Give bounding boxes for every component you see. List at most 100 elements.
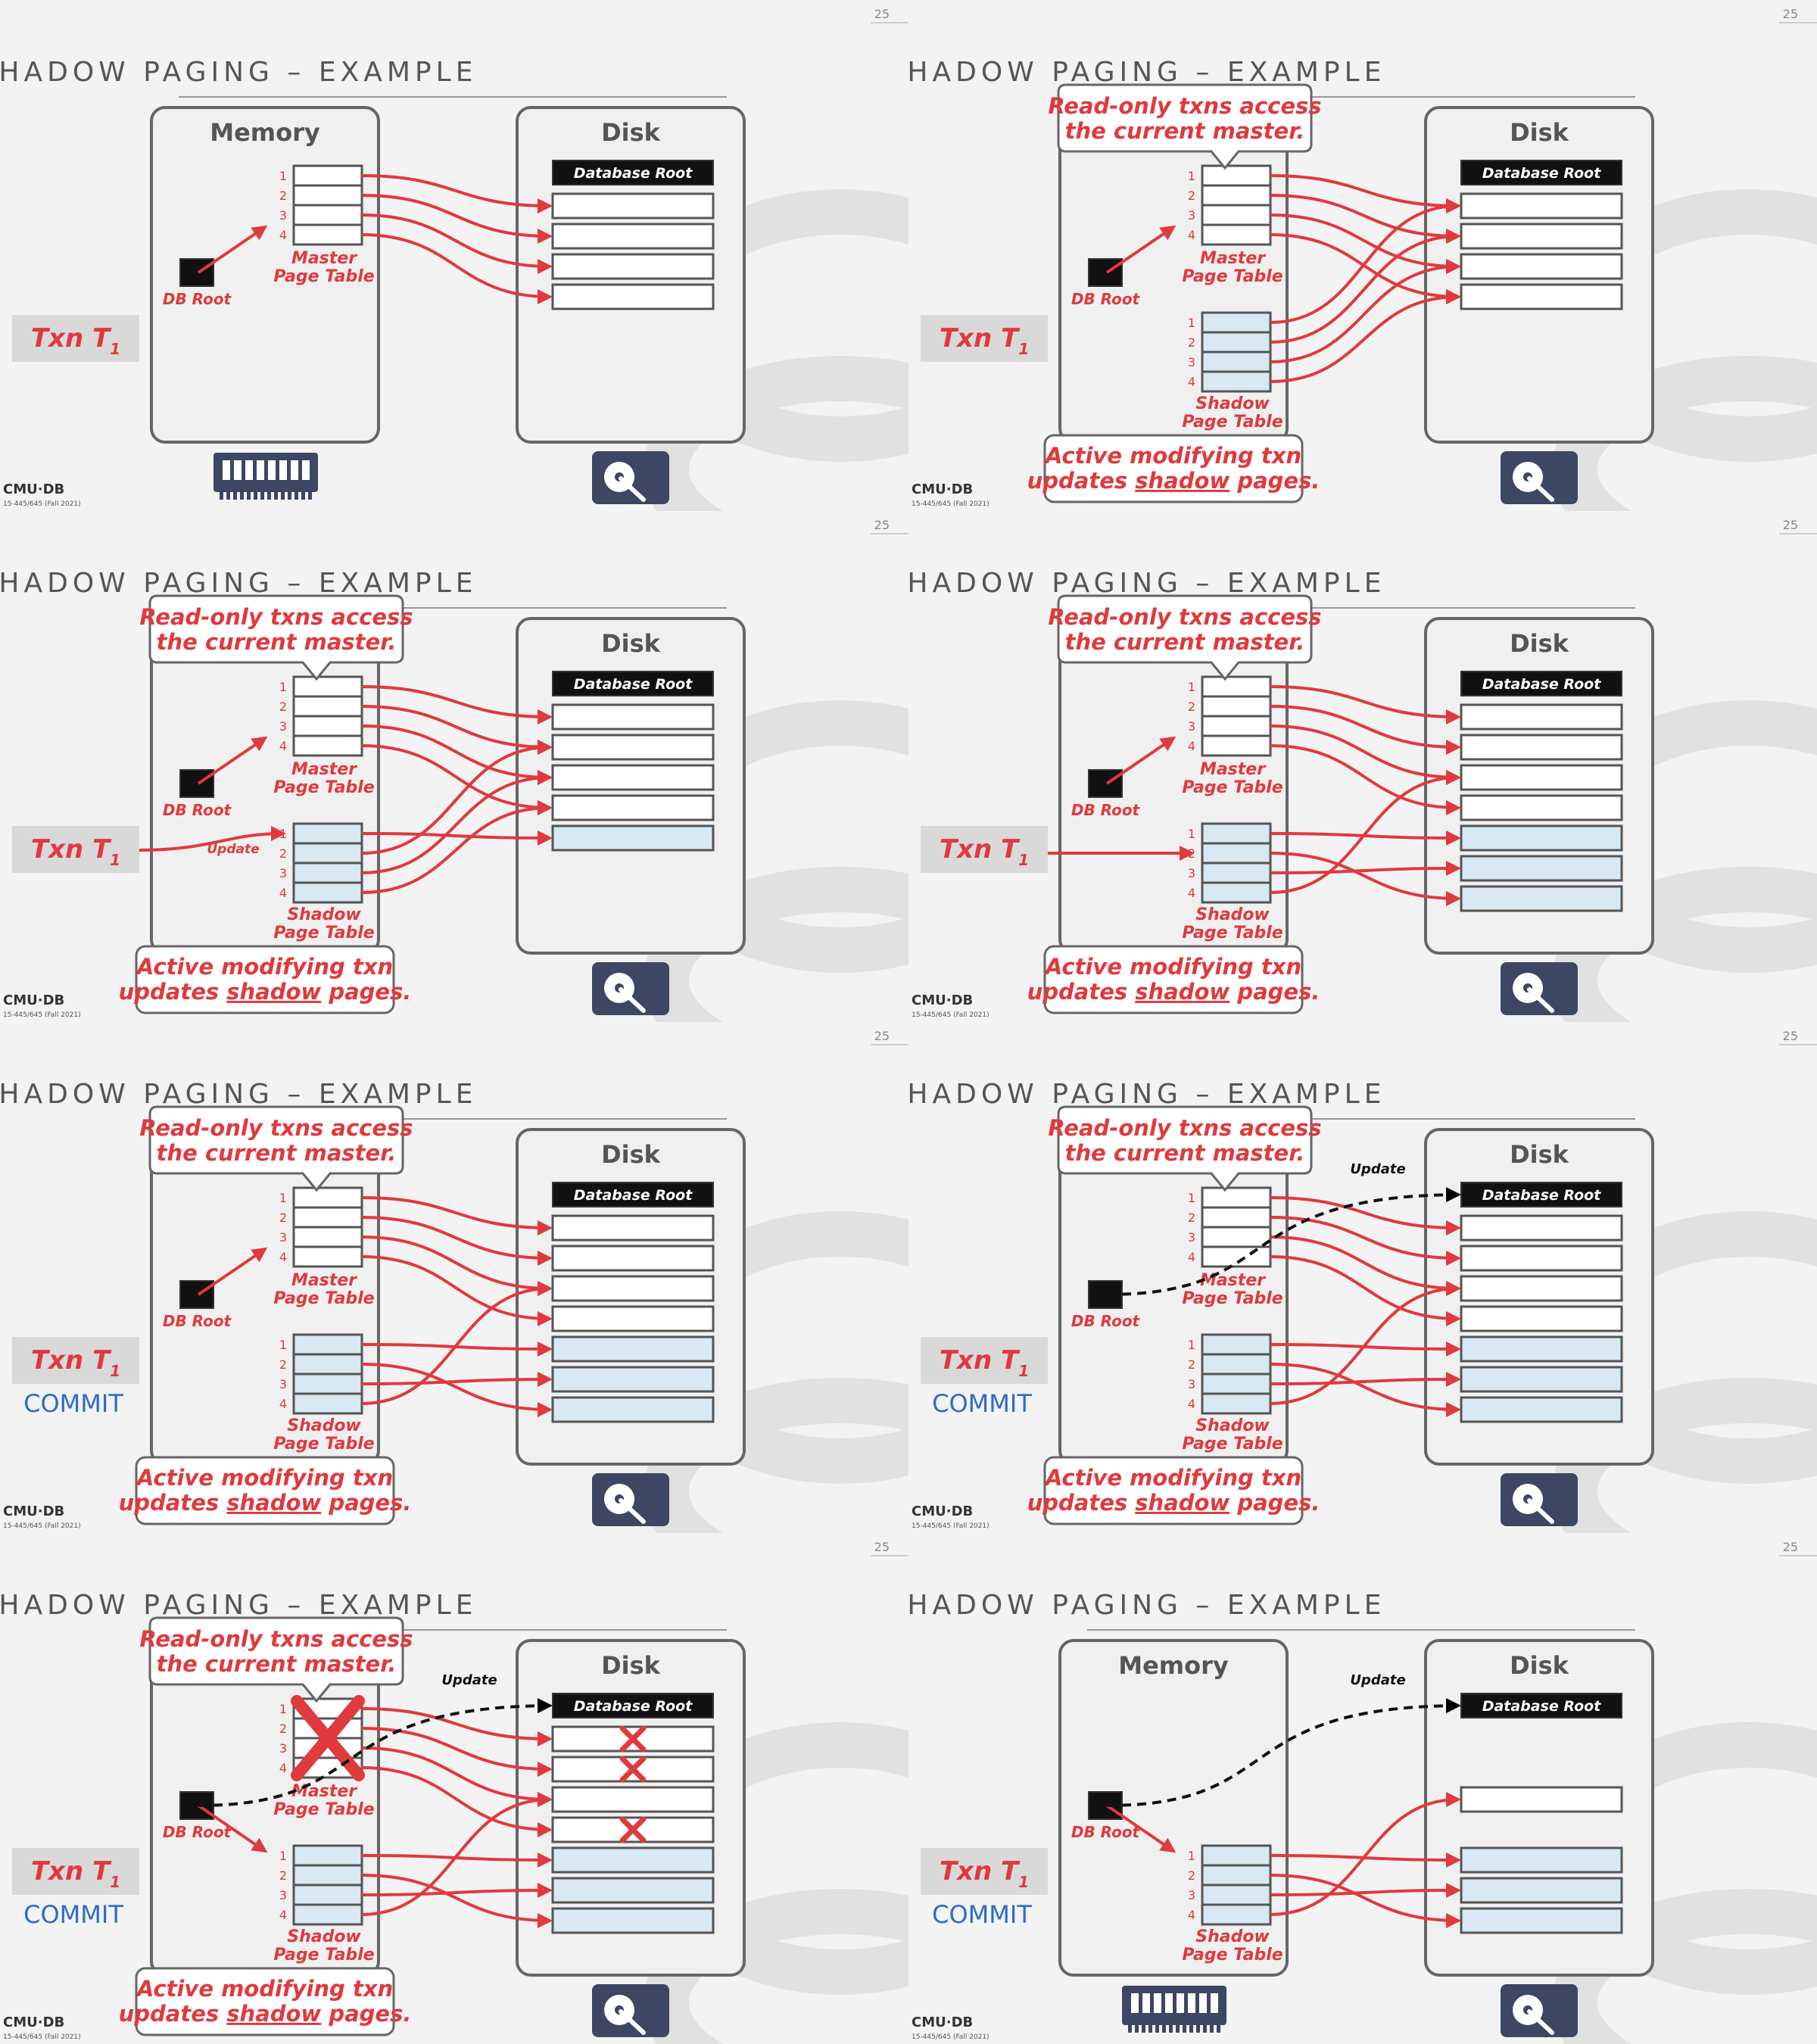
master-label-line2: Page Table [1182, 1289, 1282, 1308]
master-page-entry [292, 184, 363, 207]
callout-modifying-line2: updates shadow pages. [119, 1490, 412, 1516]
ram-pin [240, 492, 244, 500]
master-page-number: 2 [1188, 700, 1195, 714]
master-page-number: 4 [279, 228, 287, 242]
commit-label: COMMIT [23, 1900, 123, 1929]
ram-chip [268, 460, 276, 480]
master-label-line2: Page Table [1182, 267, 1282, 286]
callout-readonly [1057, 1105, 1313, 1192]
disk-page [551, 1786, 715, 1813]
txn-subscript: 1 [1018, 340, 1029, 358]
shadow-label-line2: Page Table [273, 1435, 374, 1454]
disk-page [551, 794, 715, 821]
disk-page [1460, 1305, 1623, 1332]
database-root-label: Database Root [1482, 1187, 1602, 1204]
ram-pin [1135, 2025, 1139, 2033]
commit-label: COMMIT [932, 1389, 1032, 1418]
master-page-number: 1 [279, 169, 287, 183]
footer-course: 15-445/645 (Fall 2021) [912, 500, 990, 508]
shadow-link-arrow [1270, 1281, 1461, 1405]
master-label-line1: Master [291, 1271, 357, 1290]
footer-course: 15-445/645 (Fall 2021) [3, 500, 81, 508]
disk-arm [619, 1498, 646, 1524]
db-root-label: DB Root [1071, 801, 1141, 819]
disk-page [1460, 223, 1623, 250]
commit-label: COMMIT [932, 1900, 1032, 1929]
master-label-line1: Master [1200, 760, 1266, 779]
callout-modifying-underlined: shadow [1135, 1490, 1230, 1516]
callout-modifying-underlined: shadow [226, 1490, 321, 1516]
master-page-number: 1 [279, 1702, 287, 1716]
disk-page [1460, 794, 1623, 821]
shadow-link-arrow [1270, 259, 1461, 363]
db-root-box [179, 258, 214, 287]
master-page-number: 3 [279, 719, 287, 734]
shadow-label-line1: Shadow [287, 905, 361, 924]
master-link-arrow [361, 1727, 553, 1777]
master-page-entry [1201, 1245, 1272, 1268]
disk-page-shadow [551, 1907, 715, 1934]
master-link-arrow [1270, 174, 1461, 213]
root-update-label: Update [1350, 1672, 1405, 1688]
ram-pin [1196, 2025, 1200, 2033]
callout-modifying-underlined: shadow [226, 979, 321, 1005]
footer-course: 15-445/645 (Fall 2021) [912, 2033, 990, 2041]
callout-readonly-line2: the current master. [157, 629, 397, 655]
shadow-label-line1: Shadow [1195, 905, 1270, 924]
slide-number: 25 [874, 1540, 890, 1554]
master-link-arrow [361, 1216, 553, 1266]
slide-number: 25 [874, 1029, 890, 1043]
txn-label: Txn T1 [31, 323, 120, 358]
shadow-page-entry [292, 1353, 363, 1376]
disk-page-shadow [1460, 1846, 1623, 1874]
disk-page-shadow [1460, 1877, 1623, 1904]
callout-modifying-pre: updates [119, 979, 227, 1005]
shadow-link-arrow [361, 800, 553, 894]
memory-title: Memory [210, 118, 320, 147]
disk-page [551, 253, 715, 280]
callout-readonly-line2: the current master. [1065, 118, 1305, 144]
master-link-arrow [361, 1235, 553, 1296]
master-label-line1: Master [291, 249, 357, 268]
shadow-page-number: 1 [279, 1849, 287, 1863]
master-link-arrow [1270, 1216, 1461, 1266]
ram-pin [281, 492, 285, 500]
callout-modifying-line2: updates shadow pages. [1027, 1490, 1320, 1516]
slide-title: SHADOW PAGING – EXAMPLE [0, 57, 477, 88]
disk-page-shadow [1460, 1366, 1623, 1393]
shadow-page-entry [1201, 881, 1272, 904]
disk-title: Disk [601, 118, 661, 147]
shadow-page-entry [1201, 351, 1272, 373]
txn-name: Txn T [940, 834, 1021, 865]
footer-course: 15-445/645 (Fall 2021) [912, 1011, 990, 1019]
master-page-number: 2 [279, 700, 287, 714]
master-label-line2: Page Table [273, 1800, 374, 1819]
master-page-entry [1201, 223, 1272, 246]
txn-subscript: 1 [110, 1362, 120, 1380]
disk-page [1460, 703, 1623, 731]
txn-name: Txn T [940, 1345, 1021, 1376]
master-page-entry [292, 223, 363, 246]
ram-chip [1211, 1993, 1218, 2013]
master-page-number: 4 [1188, 739, 1195, 753]
txn-label-box [921, 1337, 1048, 1384]
callout-modifying-post: pages. [321, 979, 411, 1005]
shadow-link-arrow [1270, 229, 1461, 344]
callout-readonly-line1: Read-only txns access [1048, 93, 1321, 119]
footer-logo: CMU·DB [3, 1503, 64, 1519]
txn-name: Txn T [940, 323, 1021, 354]
footer-course: 15-445/645 (Fall 2021) [912, 1522, 990, 1530]
shadow-link-arrow [1270, 198, 1461, 324]
master-link-arrow [1270, 705, 1461, 755]
master-page-entry [1201, 164, 1272, 187]
db-root-box [1088, 258, 1123, 287]
callout-readonly-line2: the current master. [157, 1140, 397, 1166]
shadow-page-entry [292, 1844, 363, 1867]
master-page-number: 3 [1188, 1230, 1195, 1245]
ram-pin [1142, 2025, 1145, 2033]
callout-modifying [1043, 945, 1304, 1014]
ram-chip [291, 460, 298, 480]
